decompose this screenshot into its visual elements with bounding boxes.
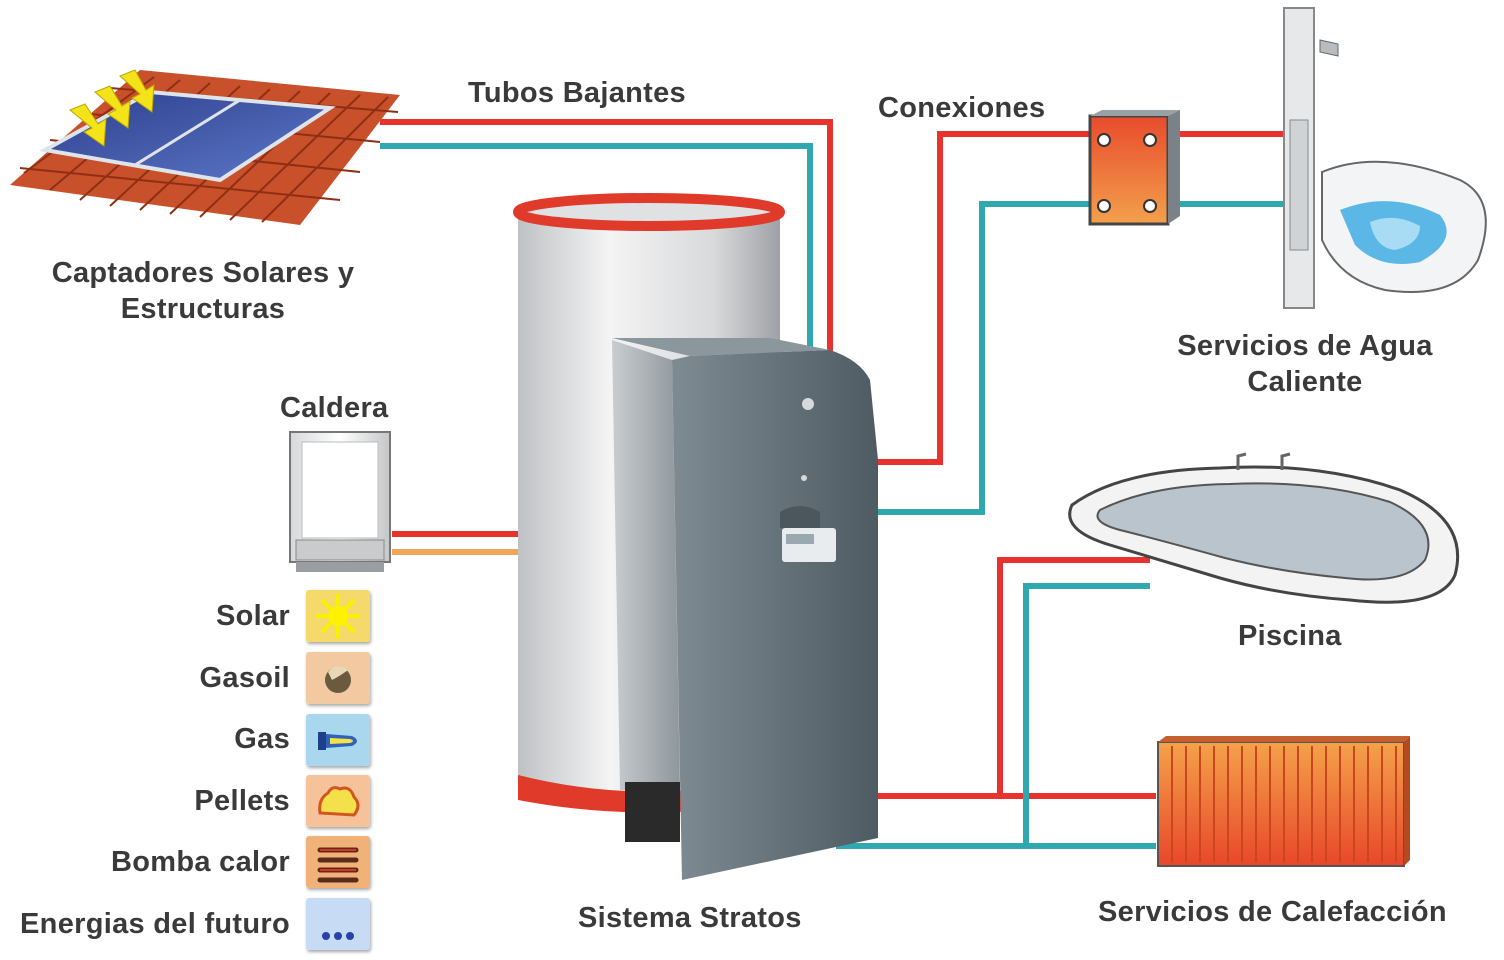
label-tubos-bajantes: Tubos Bajantes xyxy=(468,77,686,109)
hot-pipe-pool xyxy=(997,557,1150,796)
heat-exchanger xyxy=(1088,110,1180,226)
radiator xyxy=(1157,736,1410,867)
heat-pump-coil-icon xyxy=(306,836,370,888)
gas-flame-icon xyxy=(306,714,370,766)
boiler xyxy=(289,431,391,572)
stratos-cabinet xyxy=(612,338,878,880)
cold-pipe-dhw xyxy=(872,201,1090,515)
label-sistema-stratos: Sistema Stratos xyxy=(578,902,802,934)
pipes xyxy=(380,119,1290,849)
label-captadores-line1: Captadores Solares y xyxy=(51,257,355,289)
cold-pipe-solar xyxy=(380,143,813,378)
sun-rays-icon xyxy=(69,69,155,147)
label-captadores-line2: Estructuras xyxy=(120,293,286,325)
label-caldera: Caldera xyxy=(280,392,389,424)
cold-pipe-pool xyxy=(1023,583,1150,846)
oil-drop-icon xyxy=(306,652,370,704)
label-agua-line2: Caliente xyxy=(1247,366,1363,398)
hot-pipe-dhw xyxy=(872,131,1090,465)
label-conexiones: Conexiones xyxy=(878,92,1046,124)
hot-pipe-solar xyxy=(380,119,833,378)
label-agua-line1: Servicios de Agua xyxy=(1177,330,1433,362)
solar-collectors-roof xyxy=(10,69,400,225)
label-servicios-calefaccion: Servicios de Calefacción xyxy=(1098,896,1447,928)
more-dots-icon xyxy=(306,898,370,950)
energy-label-futuro: Energias del futuro xyxy=(20,908,290,940)
label-captadores: Captadores Solares y Estructuras xyxy=(28,255,378,327)
energy-label-bomba-calor: Bomba calor xyxy=(111,846,290,878)
energy-label-solar: Solar xyxy=(215,600,290,632)
energy-label-pellets: Pellets xyxy=(194,785,290,817)
energy-label-gasoil: Gasoil xyxy=(199,662,290,694)
energy-label-gas: Gas xyxy=(234,723,290,755)
hot-water-shower-bath xyxy=(1283,7,1487,309)
label-agua-caliente: Servicios de Agua Caliente xyxy=(1150,328,1460,400)
label-piscina: Piscina xyxy=(1238,620,1342,652)
sun-icon xyxy=(306,590,370,642)
pellet-fire-icon xyxy=(306,775,370,827)
pool xyxy=(1068,452,1460,604)
